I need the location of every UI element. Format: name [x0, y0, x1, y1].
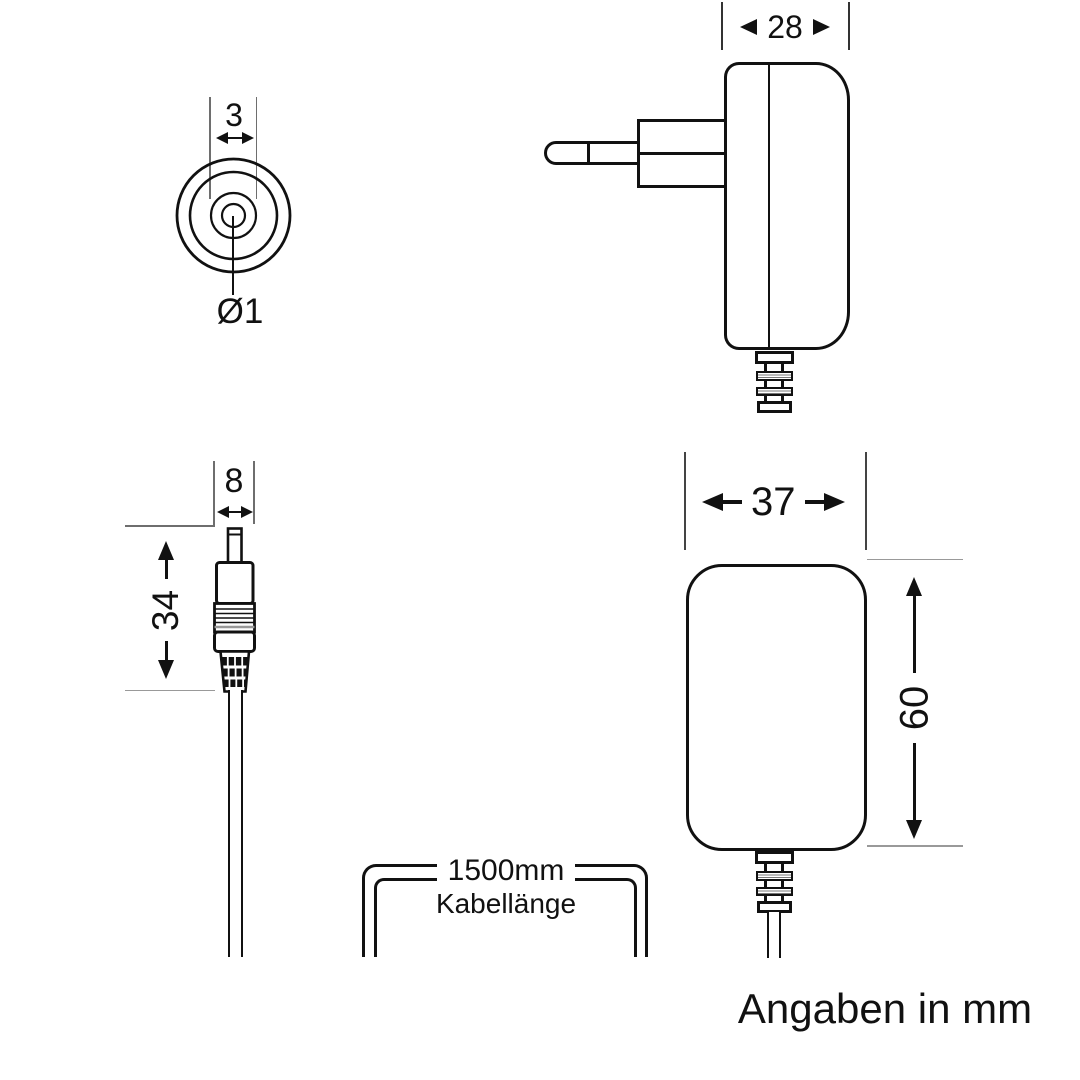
dimension-line [723, 500, 742, 504]
dim-depth: 28 [728, 8, 842, 46]
strain-relief-collar [754, 851, 794, 864]
adapter-front-body [685, 563, 867, 851]
dimension-line [164, 560, 168, 579]
dim-depth-label: 28 [767, 9, 803, 45]
extension-line [209, 97, 211, 199]
cable-length-label-box: 1500mm Kabellänge [435, 850, 577, 924]
arrow-head-right-icon [812, 19, 830, 35]
arrow-head-up-icon [158, 541, 174, 560]
extension-line [125, 525, 215, 527]
arrow-head-right-icon [823, 493, 845, 511]
extension-line [867, 845, 963, 847]
arrow-head-left-icon [216, 132, 228, 144]
strain-relief-rib [755, 886, 793, 896]
barrel-connector-drawing [213, 527, 256, 693]
units-note: Angaben in mm [737, 985, 1033, 1032]
strain-relief [754, 351, 794, 413]
dimension-line [912, 596, 916, 673]
strain-relief [754, 851, 794, 913]
dim-height: 60 [892, 577, 936, 839]
dim-tip-width-label: 8 [224, 462, 244, 500]
dimension-line [164, 641, 168, 660]
cable [227, 690, 243, 957]
arrow-head-up-icon [906, 577, 922, 596]
strain-relief-rib [755, 371, 793, 381]
strain-relief-neck [764, 380, 784, 387]
cable-length-value: 1500mm [447, 853, 565, 887]
adapter-side-body [723, 61, 850, 350]
strain-relief-neck [764, 396, 784, 401]
extension-line [721, 2, 724, 50]
double-arrow-icon [216, 132, 254, 144]
leader-line [232, 216, 235, 295]
extension-line [847, 2, 850, 50]
strain-relief-collar [754, 351, 794, 364]
dim-length: 34 [145, 541, 187, 679]
extension-line [867, 558, 963, 561]
arrow-head-right-icon [242, 132, 254, 144]
arrow-head-left-icon [740, 19, 758, 35]
dim-width-label: 37 [751, 480, 796, 524]
strain-relief-neck [764, 896, 784, 901]
strain-relief-neck [764, 864, 784, 871]
double-arrow-icon [217, 506, 253, 518]
dimension-line [804, 500, 824, 504]
strain-relief-collar [756, 901, 792, 913]
cable-length-caption: Kabellänge [435, 888, 577, 920]
arrow-head-down-icon [158, 660, 174, 679]
rotated-label-box: 60 [892, 673, 936, 743]
dim-pin-diameter-label: Ø1 [216, 292, 264, 331]
extension-line [684, 452, 686, 550]
extension-line [864, 452, 867, 550]
dimension-line [229, 510, 241, 514]
dim-tip-width-label: 3 [225, 97, 243, 133]
dimension-line [228, 136, 242, 140]
arrow-head-left-icon [702, 493, 723, 511]
plug-base-line [640, 152, 724, 155]
cable [766, 912, 782, 958]
pin-tip-line [587, 143, 590, 162]
rotated-label-box: 34 [145, 579, 187, 641]
extension-line [255, 97, 258, 199]
dim-height-label: 60 [892, 685, 936, 731]
dimension-line [912, 743, 916, 820]
mains-pin [544, 141, 640, 165]
strain-relief-collar [756, 401, 792, 413]
strain-relief-rib [755, 386, 793, 396]
extension-line [213, 461, 215, 526]
dim-width: 37 [702, 482, 847, 522]
dim-length-label: 34 [145, 589, 187, 631]
extension-line [125, 689, 215, 692]
strain-relief-neck [764, 880, 784, 887]
body-parting-line [768, 63, 771, 348]
arrow-head-right-icon [241, 506, 253, 518]
strain-relief-rib [755, 871, 793, 881]
arrow-head-left-icon [217, 506, 229, 518]
strain-relief-neck [764, 364, 784, 371]
arrow-head-down-icon [906, 820, 922, 839]
extension-line [253, 461, 255, 524]
